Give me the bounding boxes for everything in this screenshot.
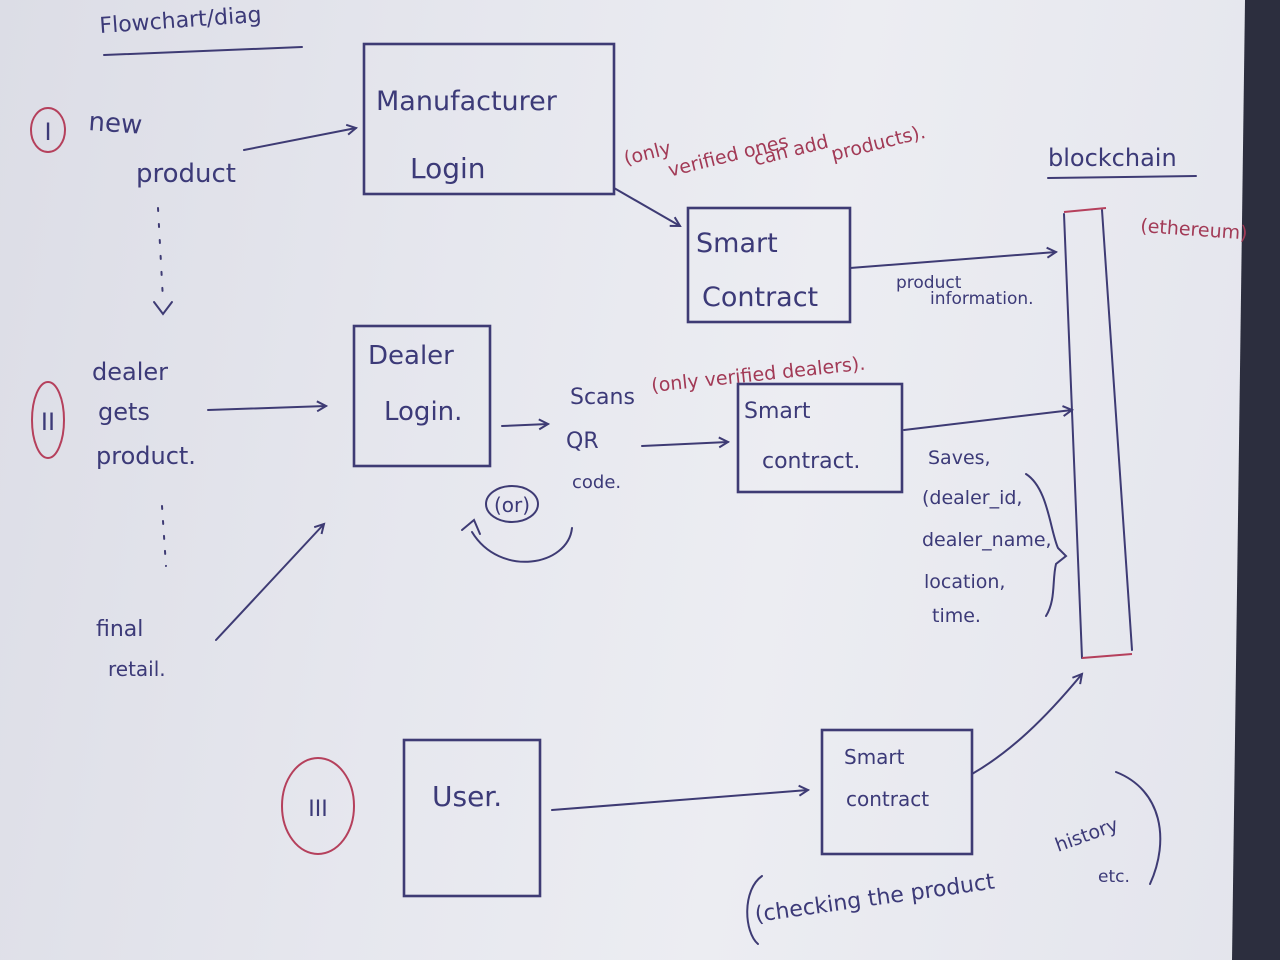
user-note-close-paren [1115, 771, 1162, 885]
edge-label-line-2: information. [930, 289, 1034, 309]
final-retail-line-2: retail. [108, 657, 166, 681]
user-box [402, 738, 542, 898]
phase-3-numeral: III [308, 797, 327, 822]
saves-brace [1025, 473, 1068, 617]
smart-contract-2-line-2: contract. [762, 449, 860, 474]
title-underline [103, 46, 303, 56]
smart-contract-2-box [736, 382, 904, 494]
saves-line-3: dealer_name, [922, 529, 1052, 551]
manufacturer-login-line-2: Login [410, 152, 486, 185]
ethereum-label: (ethereum) [1140, 215, 1249, 244]
blockchain-underline [1047, 175, 1197, 179]
dealer-login-box [352, 324, 492, 468]
or-loop-curve [471, 527, 573, 563]
dotted-flow-2 [161, 505, 167, 567]
smart-contract-1-line-2: Contract [702, 282, 818, 313]
phase-1-actor-line-2: product [136, 159, 236, 189]
dealer-login-line-2: Login. [384, 397, 462, 427]
phase-2-actor-line-3: product. [96, 442, 196, 470]
user-label: User. [432, 780, 502, 813]
dealer-note: (only verified dealers). [650, 353, 866, 397]
history-line-2: etc. [1098, 867, 1130, 887]
scan-step-line-2: QR [566, 429, 599, 454]
phase-1-actor-line-1: new [88, 107, 144, 141]
arrow-retail-to-dealer [215, 524, 324, 641]
blockchain-bar-right [1101, 209, 1133, 651]
phase-2-actor-line-1: dealer [92, 358, 168, 386]
smart-contract-2-line-1: Smart [744, 399, 811, 424]
manufacturer-note-line-1: (only [622, 137, 674, 170]
dotted-flow-1-head [153, 301, 173, 316]
or-label: (or) [494, 493, 530, 517]
smart-contract-3-box [820, 728, 974, 856]
manufacturer-login-line-1: Manufacturer [376, 86, 558, 117]
saves-line-5: time. [932, 605, 981, 627]
arrow-login-to-scan [501, 424, 548, 426]
arrow-dealer-to-login [207, 406, 326, 410]
phase-2-circle [31, 381, 65, 459]
history-line-1: history [1052, 814, 1121, 857]
manufacturer-note: (only verified ones can add products). [622, 121, 928, 182]
scan-step-line-1: Scans [570, 385, 635, 410]
dotted-flow-1 [157, 207, 164, 301]
final-retail-line-1: final [96, 617, 143, 642]
arrow-scan-to-contract [641, 442, 728, 446]
smart-contract-1-box [686, 206, 852, 324]
arrow-product-to-manufacturer [243, 128, 356, 151]
blockchain-bar-bottom [1081, 653, 1133, 659]
arrow-manufacturer-to-contract [613, 187, 680, 226]
smart-contract-3-line-2: contract [846, 787, 929, 811]
manufacturer-login-box [362, 42, 616, 196]
saves-line-2: (dealer_id, [922, 487, 1022, 509]
phase-1-numeral: I [44, 118, 51, 146]
saves-line-1: Saves, [928, 447, 991, 469]
phase-2-numeral: II [41, 408, 55, 436]
manufacturer-note-line-4: products). [829, 121, 928, 166]
diagram-title: Flowchart/diag [99, 3, 263, 39]
blockchain-bar-top [1063, 207, 1107, 213]
edge-label-line-1: product [896, 273, 962, 293]
arrow-contract-2-to-blockchain [903, 410, 1072, 431]
blockchain-bar-left [1063, 213, 1083, 659]
user-note: (checking the product [753, 869, 996, 927]
or-label-circle [485, 485, 539, 523]
smart-contract-3-line-1: Smart [844, 745, 905, 769]
phase-2-actor-line-2: gets [98, 398, 150, 426]
saves-line-4: location, [924, 571, 1005, 593]
arrow-contract-1-to-blockchain [849, 252, 1056, 269]
scan-step-line-3: code. [572, 472, 621, 493]
user-note-open-paren [746, 875, 763, 945]
smart-contract-1-line-1: Smart [696, 228, 778, 259]
or-loop-head [461, 518, 481, 535]
blockchain-label: blockchain [1048, 144, 1177, 172]
phase-1-circle [30, 107, 66, 153]
arrow-contract-3-to-blockchain [971, 674, 1082, 775]
dealer-login-line-1: Dealer [368, 341, 454, 371]
phase-3-circle [281, 757, 355, 855]
arrow-user-to-contract [551, 790, 808, 811]
